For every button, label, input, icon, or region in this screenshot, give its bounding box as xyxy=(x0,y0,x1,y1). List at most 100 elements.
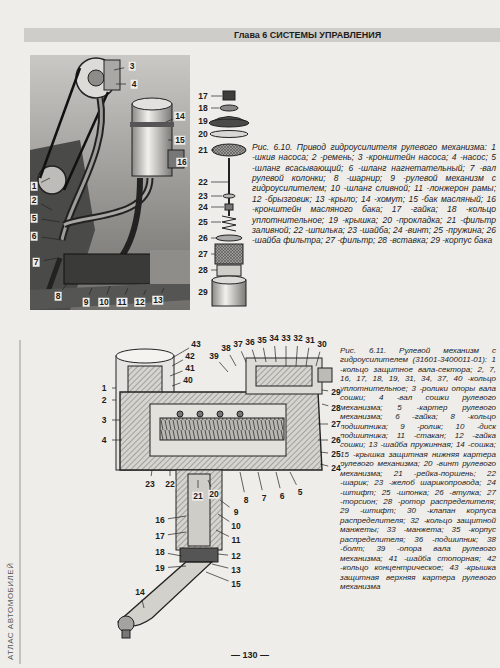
header-band xyxy=(24,28,500,42)
leader-line xyxy=(170,371,183,376)
callout-number: 43 xyxy=(190,340,201,349)
callout-number: 11 xyxy=(117,298,128,307)
callout-number: 17 xyxy=(197,92,208,101)
leader-line xyxy=(240,472,244,492)
leader-line xyxy=(322,404,328,406)
callout-number: 12 xyxy=(134,298,145,307)
callout-number: 29 xyxy=(330,388,341,397)
leader-line xyxy=(112,440,122,441)
callout-number: 7 xyxy=(33,258,40,267)
callout-number: 9 xyxy=(233,508,240,517)
callout-number: 25 xyxy=(330,450,341,459)
callout-number: 33 xyxy=(280,334,291,343)
callout-number: 29 xyxy=(197,288,208,297)
leader-line xyxy=(162,288,164,293)
callout-number: 2 xyxy=(31,196,38,205)
callout-number: 8 xyxy=(243,496,250,505)
callout-number: 14 xyxy=(174,112,185,121)
leader-line xyxy=(216,530,229,536)
leader-line xyxy=(151,470,153,476)
callout-number: 4 xyxy=(131,80,138,89)
pump-drive-illustration xyxy=(30,55,190,310)
callout-number: 20 xyxy=(208,490,219,499)
leader-line xyxy=(252,350,256,362)
callout-number: 4 xyxy=(101,436,108,445)
leader-line xyxy=(296,346,297,366)
callout-number: 16 xyxy=(154,516,165,525)
callout-number: 39 xyxy=(208,352,219,361)
callout-number: 17 xyxy=(154,532,165,541)
figure-caption: Рис. 6.10. Привод гидроусилителя рулевог… xyxy=(252,142,496,246)
callout-number: 6 xyxy=(31,232,38,241)
leader-line xyxy=(316,352,320,366)
leader-line xyxy=(286,346,287,366)
callout-number: 11 xyxy=(231,536,242,545)
callout-number: 2 xyxy=(101,396,108,405)
leader-line xyxy=(211,150,214,151)
figure-caption: Рис. 6.11. Рулевой механизм с гидроусили… xyxy=(340,346,496,591)
leader-line xyxy=(320,464,328,466)
callout-number: 25 xyxy=(197,218,208,227)
leader-line xyxy=(107,286,110,295)
leader-line xyxy=(211,254,215,255)
leader-line xyxy=(41,204,52,210)
leader-line xyxy=(168,532,186,535)
callout-number: 21 xyxy=(197,146,208,155)
callout-number: 23 xyxy=(197,192,208,201)
leader-line xyxy=(208,480,211,487)
callout-number: 3 xyxy=(129,62,136,71)
callout-number: 32 xyxy=(292,334,303,343)
callout-number: 23 xyxy=(144,480,155,489)
leader-line xyxy=(112,388,116,389)
leader-line xyxy=(320,452,328,453)
callout-number: 27 xyxy=(197,250,208,259)
leader-line xyxy=(241,351,246,362)
leader-line xyxy=(218,514,229,522)
callout-number: 37 xyxy=(232,340,243,349)
leader-line xyxy=(211,96,222,97)
callout-number: 1 xyxy=(31,182,38,191)
leader-line xyxy=(112,420,120,421)
callout-number: 22 xyxy=(197,178,208,187)
leader-line xyxy=(219,362,228,372)
callout-number: 10 xyxy=(98,298,109,307)
leader-line xyxy=(168,516,186,519)
callout-number: 16 xyxy=(176,158,187,167)
leader-line xyxy=(220,500,230,507)
leader-line xyxy=(168,140,172,141)
callout-number: 18 xyxy=(197,104,208,113)
callout-number: 10 xyxy=(230,522,241,531)
callout-number: 35 xyxy=(256,336,267,345)
leader-line xyxy=(144,290,146,295)
callout-number: 12 xyxy=(230,552,241,561)
leader-line xyxy=(306,348,309,366)
leader-line xyxy=(168,553,182,556)
leader-line xyxy=(63,282,68,289)
callout-number: 36 xyxy=(244,338,255,347)
leader-line xyxy=(211,222,221,223)
steering-gear-illustration xyxy=(116,349,332,638)
callout-number: 21 xyxy=(192,492,203,501)
leader-line xyxy=(258,472,262,490)
callout-number: 34 xyxy=(268,334,279,343)
leader-line xyxy=(41,178,50,182)
leader-line xyxy=(170,470,171,476)
leader-line xyxy=(211,270,217,271)
leader-line xyxy=(212,564,228,568)
callout-number: 26 xyxy=(197,234,208,243)
callout-number: 18 xyxy=(154,548,165,557)
callout-number: 13 xyxy=(230,566,241,575)
callout-number: 8 xyxy=(55,292,62,301)
leader-line xyxy=(125,288,128,295)
leader-line xyxy=(172,383,181,386)
callout-number: 13 xyxy=(152,296,163,305)
leader-line xyxy=(206,572,229,581)
leader-line xyxy=(263,348,266,362)
leader-line xyxy=(142,600,144,608)
leader-line xyxy=(218,554,228,555)
leader-line xyxy=(42,219,60,222)
callout-number: 5 xyxy=(31,214,38,223)
callout-number: 14 xyxy=(134,588,145,597)
callout-number: 15 xyxy=(230,580,241,589)
leader-line xyxy=(290,472,296,485)
